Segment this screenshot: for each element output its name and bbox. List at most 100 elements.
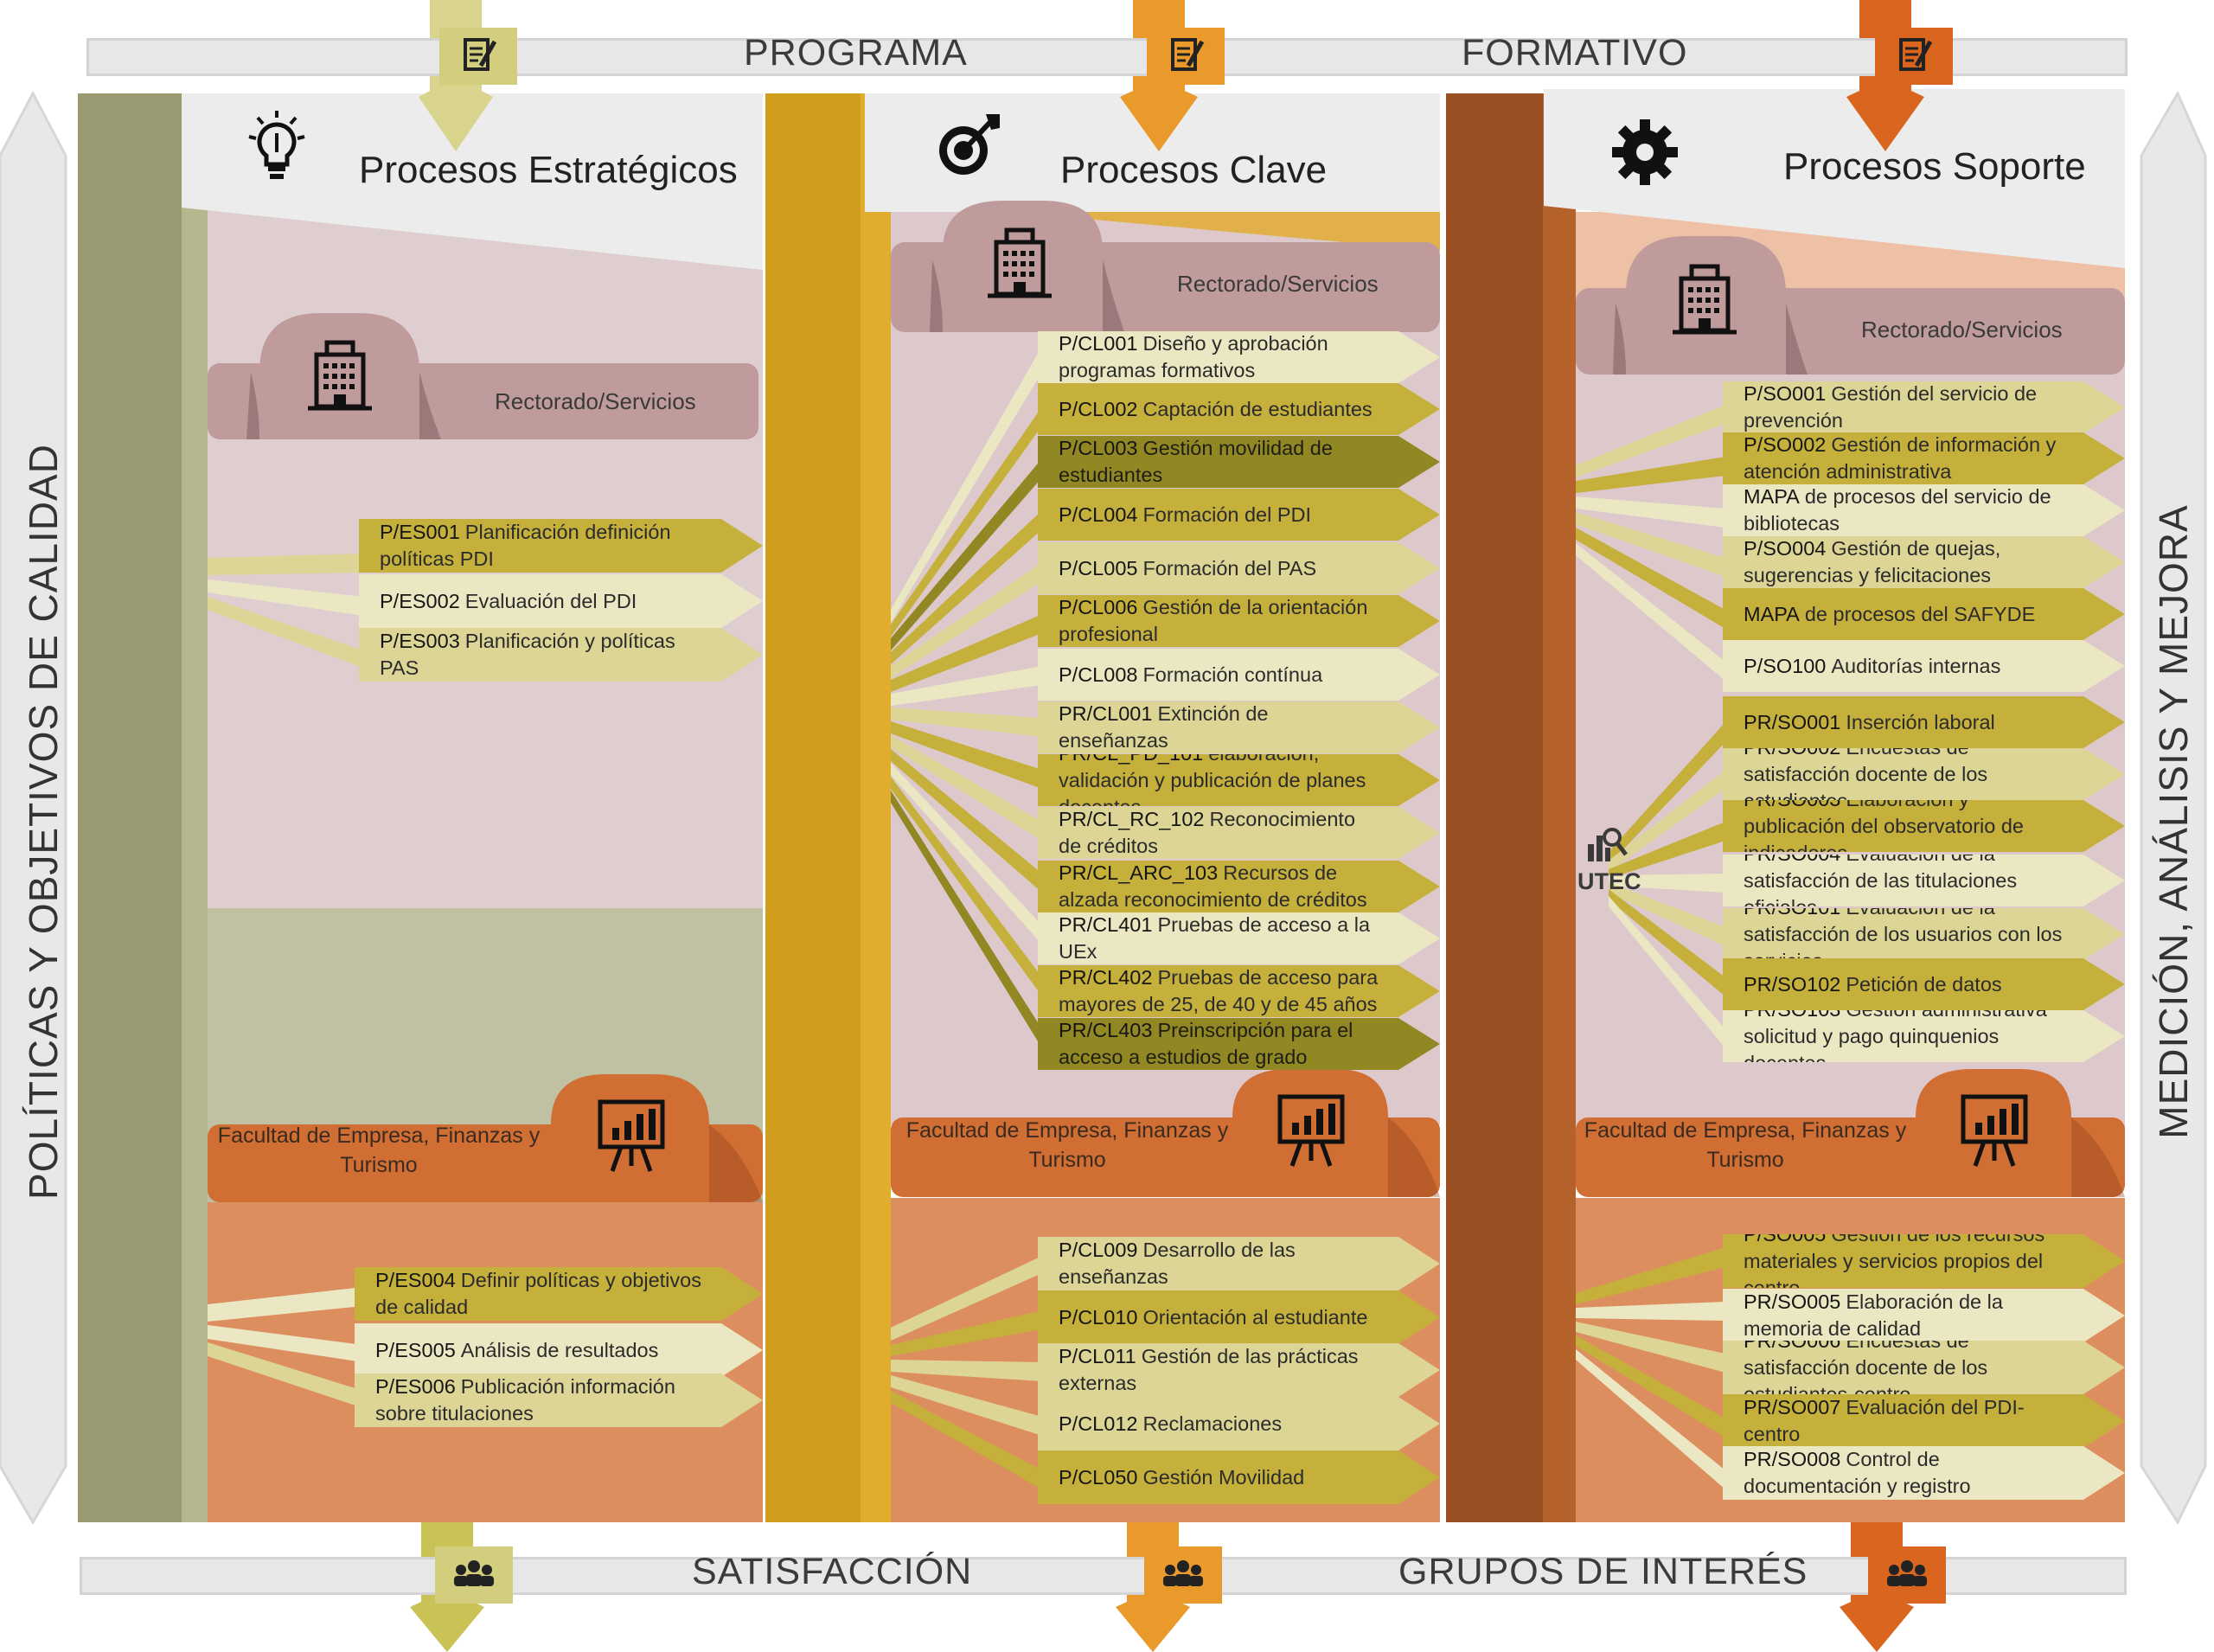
process-description: Pruebas de acceso a la UEx: [1059, 913, 1371, 963]
document-edit-icon: [1147, 28, 1225, 85]
process-description: Extinción de enseñanzas: [1059, 702, 1269, 752]
process-code: P/ES005: [375, 1338, 456, 1361]
process-description: Orientación al estudiante: [1142, 1305, 1368, 1329]
document-edit-icon: [1875, 28, 1953, 85]
process-description: Planificación y políticas PAS: [380, 630, 675, 679]
process-code: P/SO001: [1744, 382, 1827, 405]
connector-fan-strategic-faculty: [208, 1287, 363, 1408]
process-code: PR/SO001: [1744, 710, 1841, 733]
process-item: PR/SO103Gestión administrativa solicitud…: [1723, 1010, 2125, 1062]
strategic-header-shape: [182, 93, 763, 270]
building-icon: [304, 339, 375, 417]
building-icon: [984, 227, 1055, 304]
process-code: PR/SO102: [1744, 972, 1841, 996]
process-code: PR/CL001: [1059, 702, 1153, 725]
faculty-panel-strategic: [208, 1074, 763, 1202]
column-title-strategic: Procesos Estratégicos: [359, 149, 738, 191]
connector-fan-support-faculty: [1576, 1247, 1725, 1489]
process-code: PR/CL403: [1059, 1019, 1153, 1041]
top-banner: [86, 38, 2128, 76]
column-title-support: Procesos Soporte: [1783, 145, 2086, 188]
right-side-arrow: [2140, 90, 2207, 1526]
connector-fan-key-faculty: [891, 1256, 1042, 1489]
process-code: P/CL003: [1059, 437, 1138, 459]
people-group-icon: [1868, 1546, 1946, 1604]
key-outer-band: [765, 93, 861, 1522]
banner-programa: PROGRAMA: [744, 32, 968, 74]
banner-formativo: FORMATIVO: [1462, 32, 1688, 74]
gear-icon: [1610, 118, 1680, 187]
process-code: P/CL004: [1059, 503, 1138, 526]
process-description: Pruebas de acceso para mayores de 25, de…: [1059, 966, 1379, 1015]
process-description: Gestión de quejas, sugerencias y felicit…: [1744, 537, 2001, 586]
process-code: P/ES001: [380, 521, 460, 543]
process-code: P/CL012: [1059, 1412, 1138, 1435]
process-code: P/SO100: [1744, 654, 1827, 677]
process-description: Gestión de las prácticas externas: [1059, 1345, 1359, 1394]
process-description: Evaluación del PDI: [464, 589, 637, 612]
presentation-chart-icon: [595, 1097, 668, 1175]
people-group-icon: [1144, 1546, 1222, 1604]
process-item: PR/SO101Evaluación de la satisfacción de…: [1723, 908, 2125, 960]
connector-fan-key-rectorado: [891, 346, 1042, 1048]
process-description: Publicación información sobre titulacion…: [375, 1375, 675, 1425]
side-label-right: MEDICIÓN, ANÁLISIS Y MEJORA: [2151, 504, 2196, 1139]
process-code: PR/SO005: [1744, 1290, 1841, 1313]
connector-fan-strategic-rectorado: [208, 554, 363, 668]
key-header-shape: [865, 93, 1440, 212]
process-code: PR/CL_RC_102: [1059, 808, 1205, 830]
process-description: Reclamaciones: [1142, 1412, 1283, 1435]
magnifier-chart-icon: [1584, 820, 1633, 865]
banner-satisfaccion: SATISFACCIÓN: [692, 1551, 973, 1592]
process-code: PR/SO007: [1744, 1396, 1841, 1418]
process-code: PR/CL_ARC_103: [1059, 861, 1219, 884]
rectorado-label-support: Rectorado/Servicios: [1861, 317, 2063, 343]
process-code: P/CL005: [1059, 556, 1138, 579]
process-item: PR/SO002Encuestas de satisfacción docent…: [1723, 748, 2125, 800]
column-title-key: Procesos Clave: [1060, 149, 1328, 191]
process-description: Formación del PAS: [1142, 556, 1317, 579]
process-code: P/CL002: [1059, 397, 1138, 420]
process-description: Recursos de alzada reconocimiento de cré…: [1059, 861, 1367, 911]
process-description: Análisis de resultados: [460, 1338, 659, 1361]
